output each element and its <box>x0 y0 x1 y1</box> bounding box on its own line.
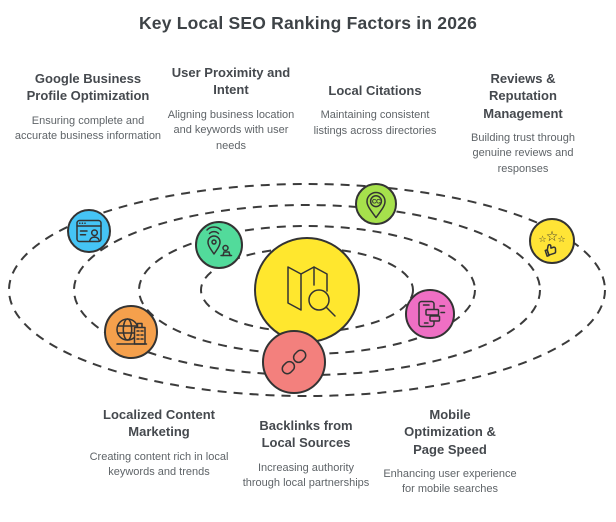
factor-title: Local Citations <box>328 83 422 98</box>
citations-glyph: CC <box>372 198 381 205</box>
factor-description: Aligning business location and keywords … <box>167 108 295 152</box>
orbit-ellipse-4 <box>8 183 606 397</box>
factor-card-user-proximity: User Proximity and Intent Aligning busin… <box>160 64 302 154</box>
factor-description: Increasing authority through local partn… <box>242 461 370 490</box>
factor-card-mobile-optimization: Mobile Optimization & Page Speed Enhanci… <box>382 406 518 498</box>
browser-profile-icon <box>76 219 102 243</box>
factor-card-local-citations: Local Citations Maintaining consistent l… <box>303 82 447 140</box>
factor-card-backlinks: Backlinks from Local Sources Increasing … <box>240 417 372 492</box>
factor-description: Maintaining consistent listings across d… <box>313 109 437 137</box>
chain-link-icon <box>281 349 307 375</box>
factor-node-mobile-optimization <box>405 289 455 339</box>
stars-thumbs-up-icon: ☆ ☆ ☆ <box>538 228 566 257</box>
star-glyph: ☆ <box>557 234 565 244</box>
star-glyph: ☆ <box>546 228 559 244</box>
center-node-circle <box>254 237 360 343</box>
factor-node-local-citations-circle <box>355 183 397 225</box>
factor-node-reviews-circle <box>529 218 575 264</box>
factor-node-localized-content <box>104 305 158 359</box>
page-title: Key Local SEO Ranking Factors in 2026 <box>138 13 478 33</box>
factor-node-user-proximity <box>195 221 243 269</box>
factor-node-local-citations: CC <box>355 183 397 225</box>
factor-title: Backlinks from Local Sources <box>259 418 353 451</box>
smartphone-speed-icon <box>418 300 446 328</box>
factor-description: Creating content rich in local keywords … <box>89 450 229 479</box>
factor-description: Enhancing user experience for mobile sea… <box>383 467 517 496</box>
globe-building-icon <box>116 318 148 345</box>
factor-title: Mobile Optimization & Page Speed <box>404 407 496 457</box>
star-glyph: ☆ <box>538 234 546 244</box>
orbit-ellipse-1 <box>200 247 414 333</box>
factor-card-localized-content: Localized Content Marketing Creating con… <box>80 406 238 481</box>
factor-card-google-business-profile: Google Business Profile Optimization Ens… <box>14 70 162 145</box>
factor-title: Reviews & Reputation Management <box>483 71 563 121</box>
factor-card-reviews: Reviews & Reputation Management Building… <box>450 70 596 178</box>
factor-title: Localized Content Marketing <box>103 407 215 440</box>
thumbs-up-glyph <box>544 244 557 257</box>
orbit-ellipse-2 <box>138 225 476 355</box>
factor-node-google-business-profile-circle <box>67 209 111 253</box>
factor-description: Ensuring complete and accurate business … <box>14 114 162 143</box>
factor-title: Google Business Profile Optimization <box>26 71 150 104</box>
center-node-local-seo <box>254 237 360 343</box>
factor-node-google-business-profile <box>67 209 111 253</box>
factor-node-backlinks <box>262 330 326 394</box>
factor-node-backlinks-circle <box>262 330 326 394</box>
map-pin-citations-icon: CC <box>366 191 386 219</box>
factor-node-reviews: ☆ ☆ ☆ <box>529 218 575 264</box>
map-search-icon <box>287 266 336 317</box>
location-wifi-user-icon <box>206 226 233 257</box>
factor-description: Building trust through genuine reviews a… <box>471 131 575 176</box>
factor-title: User Proximity and Intent <box>171 65 291 98</box>
